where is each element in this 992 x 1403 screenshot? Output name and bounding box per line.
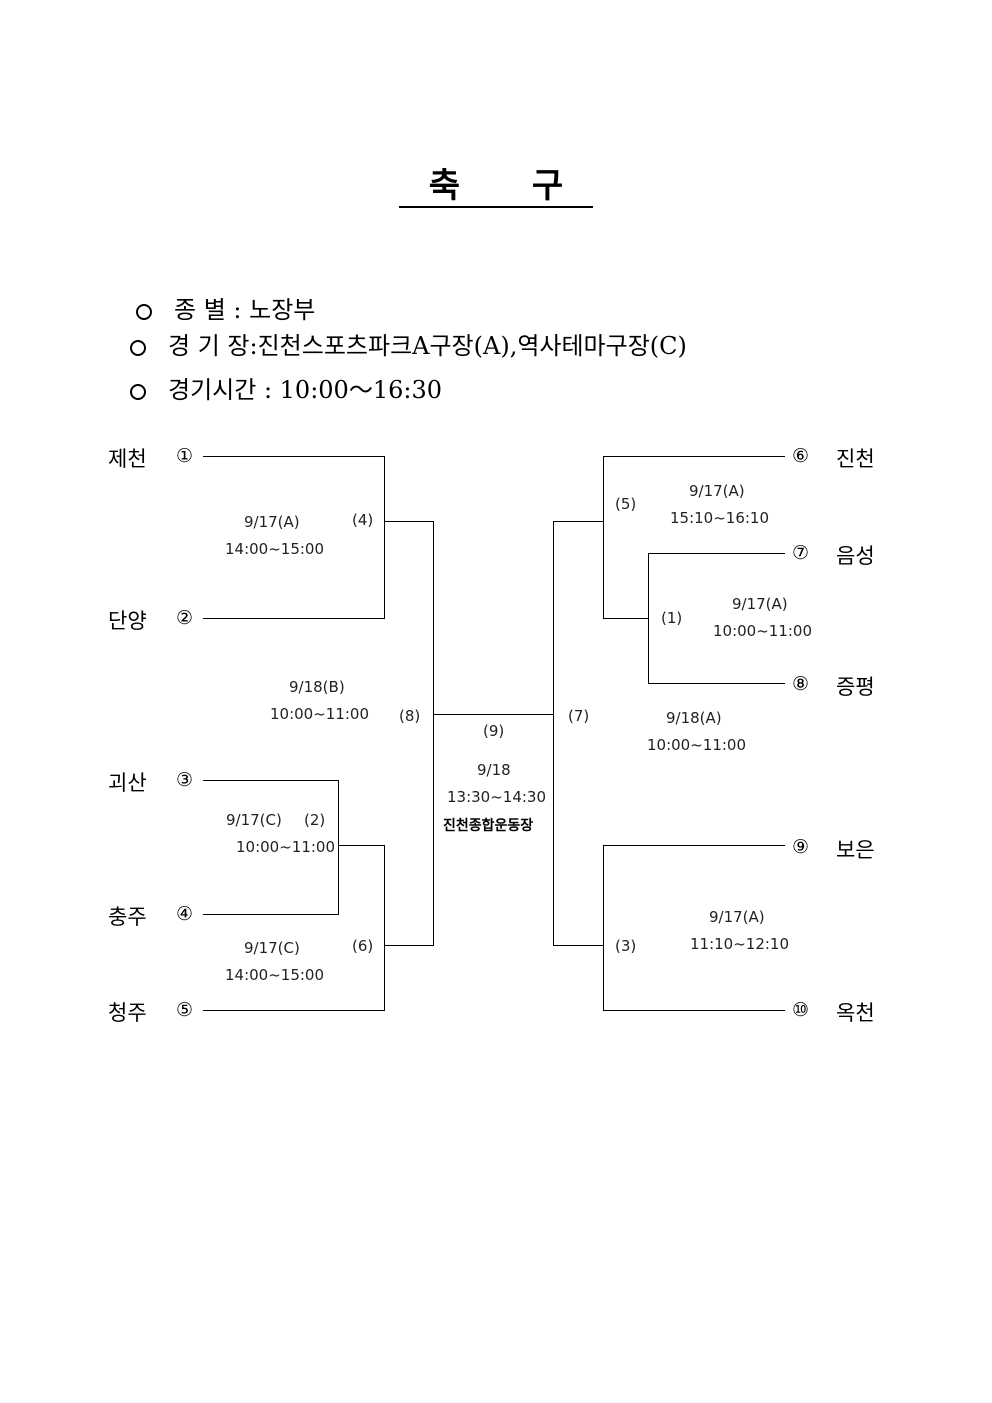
match-8-date: 9/18(B) [289,678,345,696]
bracket-line [338,780,339,915]
right-team-6-seed: ⑥ [792,445,810,467]
bracket-line [648,553,785,554]
right-team-7-seed: ⑦ [792,542,810,564]
match-6-time: 14:00~15:00 [225,966,325,984]
left-team-4-name: 충주 [108,905,147,929]
bracket-line [553,521,604,522]
bracket-line [384,521,434,522]
left-team-2-name: 단양 [108,609,147,633]
right-team-9-seed: ⑨ [792,836,810,858]
info-category-text: 종 별 : 노장부 [174,296,316,324]
info-category: 종 별 : 노장부 [136,290,315,325]
bracket-line [338,845,385,846]
match-1-number: (1) [661,609,683,627]
circle-bullet-icon [130,383,146,400]
match-5-time: 15:10~16:10 [670,509,770,527]
right-team-8-seed: ⑧ [792,673,810,695]
circle-bullet-icon [136,303,152,320]
match-1-date: 9/17(A) [732,595,788,613]
match-4-date: 9/17(A) [244,513,300,531]
info-venue-text: 경 기 장:진천스포츠파크A구장(A),역사테마구장(C) [168,332,687,360]
bracket-line [553,521,554,946]
bracket-line [203,1010,385,1011]
bracket-line [603,456,604,619]
match-3-number: (3) [615,937,637,955]
bracket-line [648,553,649,684]
match-8-number: (8) [399,707,421,725]
left-team-5-seed: ⑤ [176,999,194,1021]
bracket-line [603,1010,785,1011]
match-3-date: 9/17(A) [709,908,765,926]
right-team-8-name: 증평 [836,675,875,699]
bracket-line [603,456,785,457]
right-team-9-name: 보은 [836,838,875,862]
bracket-line [648,683,785,684]
right-team-6-name: 진천 [836,447,875,471]
match-2-time: 10:00~11:00 [236,838,336,856]
left-team-1-name: 제천 [108,447,147,471]
bracket-line [384,845,385,1011]
info-venue: 경 기 장:진천스포츠파크A구장(A),역사테마구장(C) [130,326,687,361]
match-8-time: 10:00~11:00 [270,705,370,723]
match-3-time: 11:10~12:10 [690,935,790,953]
match-1-time: 10:00~11:00 [713,622,813,640]
info-time-text: 경기시간 : 10:00～16:30 [168,376,442,404]
bracket-line [384,945,434,946]
bracket-line [433,521,434,946]
bracket-line [603,618,649,619]
match-2-number: (2) [304,811,326,829]
right-team-7-name: 음성 [836,544,875,568]
bracket-line [433,714,554,715]
bracket-line [203,914,339,915]
match-7-date: 9/18(A) [666,709,722,727]
match-6-date: 9/17(C) [244,939,300,957]
match-9-time: 13:30~14:30 [447,788,547,806]
right-team-10-seed: ⑩ [792,999,810,1021]
right-team-10-name: 옥천 [836,1001,875,1025]
match-5-number: (5) [615,495,637,513]
circle-bullet-icon [130,339,146,356]
left-team-1-seed: ① [176,445,194,467]
bracket-line [203,456,385,457]
left-team-5-name: 청주 [108,1001,147,1025]
match-4-number: (4) [352,511,374,529]
match-5-date: 9/17(A) [689,482,745,500]
page-title: 축 구 [0,158,992,208]
match-9-date: 9/18 [477,761,511,779]
bracket-line [603,845,785,846]
match-9-venue: 진천종합운동장 [443,818,534,834]
left-team-2-seed: ② [176,607,194,629]
left-team-3-name: 괴산 [108,771,147,795]
bracket-line [603,845,604,1011]
match-9-number: (9) [483,722,505,740]
bracket-line [203,618,385,619]
left-team-4-seed: ④ [176,903,194,925]
match-2-date: 9/17(C) [226,811,282,829]
bracket-line [553,945,604,946]
title-text: 축 구 [398,166,594,208]
bracket-line [203,780,339,781]
match-7-number: (7) [568,707,590,725]
bracket-line [384,456,385,619]
info-time: 경기시간 : 10:00～16:30 [130,370,442,405]
match-6-number: (6) [352,937,374,955]
left-team-3-seed: ③ [176,769,194,791]
match-7-time: 10:00~11:00 [647,736,747,754]
match-4-time: 14:00~15:00 [225,540,325,558]
